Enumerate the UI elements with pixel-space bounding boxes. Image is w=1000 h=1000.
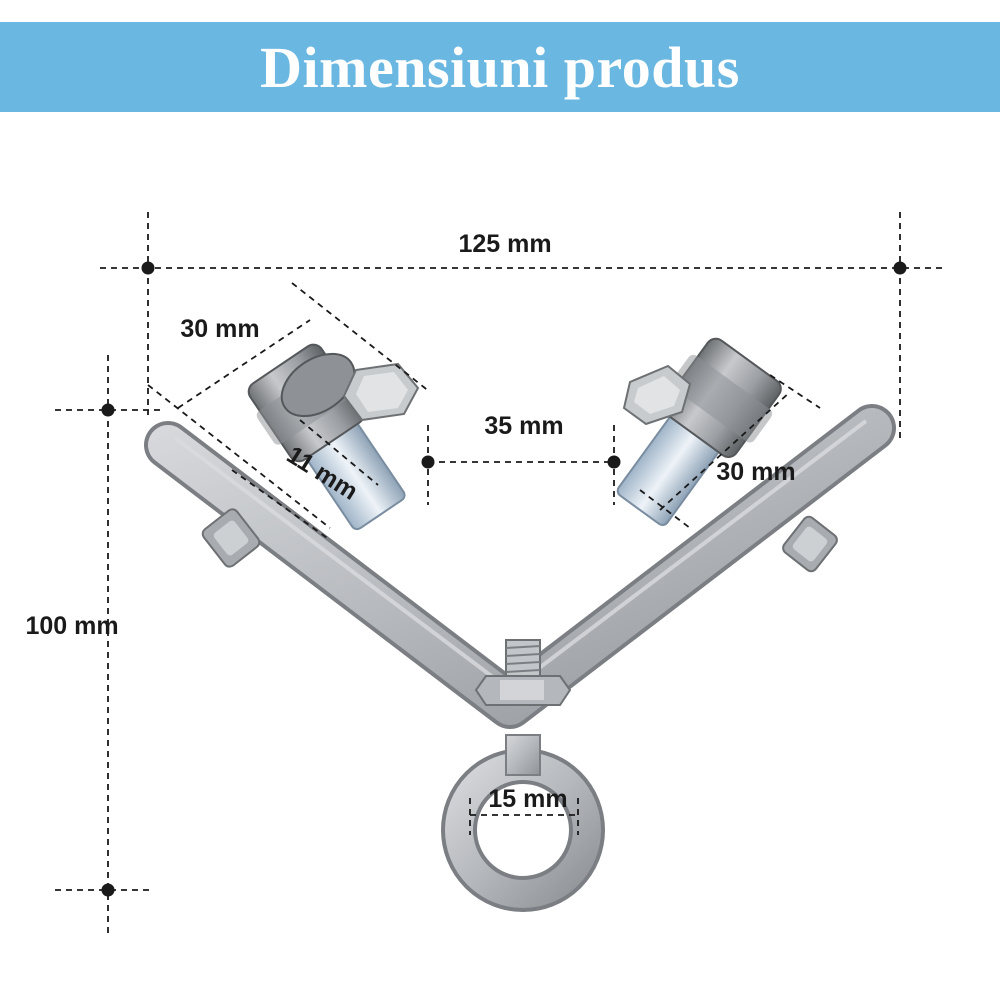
ring-diameter-label: 15 mm [488,785,567,813]
overall-height-label: 100 mm [25,612,118,640]
left-side-bolt [201,508,261,568]
wheel-gap-label: 35 mm [484,412,563,440]
left-wheel-assembly [247,343,420,531]
page-title: Dimensiuni produs [260,34,740,100]
right-wheel-diameter-label: 30 mm [716,458,795,486]
left-wheel-diameter-label: 30 mm [180,315,259,343]
dimension-dots [101,261,907,897]
title-banner: Dimensiuni produs [0,22,1000,112]
center-nut [474,639,572,706]
overall-width-label: 125 mm [458,230,551,258]
right-side-bolt [782,515,838,573]
dimension-lines [55,212,945,935]
eye-ring [441,734,605,912]
